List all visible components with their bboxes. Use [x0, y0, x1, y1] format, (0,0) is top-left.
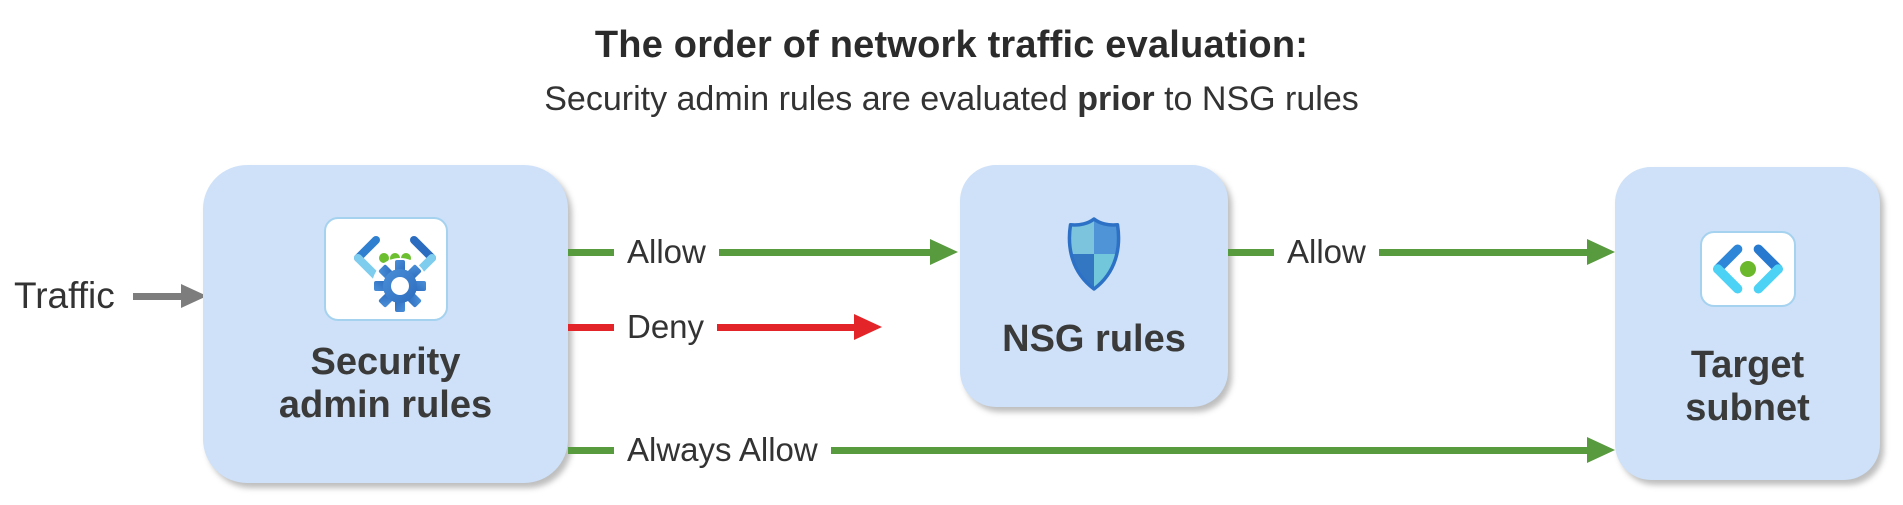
edge-label-always-allow: Always Allow [627, 431, 818, 468]
node-nsg-rules: NSG rules [960, 165, 1228, 407]
red-arrow-icon [717, 314, 882, 340]
node-label-target-subnet: Target subnet [1685, 344, 1810, 430]
traffic-source: Traffic [14, 272, 207, 320]
edge-always-allow-admin-to-target: Always Allow [568, 430, 1615, 470]
right-arrow-icon [132, 284, 207, 308]
node-security-admin-rules: Security admin rules [203, 165, 568, 483]
green-arrow-icon [830, 437, 1615, 463]
green-arrow-icon [1378, 239, 1615, 265]
edge-label-deny: Deny [627, 308, 705, 345]
edge-label-allow: Allow [627, 233, 706, 270]
traffic-label: Traffic [14, 275, 115, 316]
subtitle-bold-word: prior [1077, 80, 1155, 118]
node-label-security-admin-rules: Security admin rules [278, 341, 493, 427]
page-subtitle: Security admin rules are evaluated prior… [0, 80, 1903, 119]
edge-deny-admin: Deny [568, 307, 882, 347]
shield-icon [1067, 217, 1121, 291]
edge-allow-admin-to-nsg: Allow [568, 232, 958, 272]
code-brackets-icon [1712, 244, 1783, 294]
edge-lead-segment [568, 323, 614, 331]
edge-lead-segment [568, 446, 614, 454]
edge-lead-segment [568, 248, 614, 256]
subtitle-suffix: to NSG rules [1154, 80, 1359, 118]
node-target-subnet: Target subnet [1615, 167, 1880, 480]
node-label-nsg-rules: NSG rules [1002, 318, 1186, 360]
edge-lead-segment [1228, 248, 1274, 256]
page-title: The order of network traffic evaluation: [594, 24, 1309, 66]
code-gear-icon [353, 236, 436, 314]
edge-allow-nsg-to-target: Allow [1228, 232, 1615, 272]
green-arrow-icon [718, 239, 958, 265]
security-admin-icon-tile [323, 217, 448, 321]
edge-label-allow: Allow [1287, 233, 1366, 270]
target-subnet-icon-tile [1699, 231, 1796, 307]
subtitle-prefix: Security admin rules are evaluated [544, 80, 1078, 118]
